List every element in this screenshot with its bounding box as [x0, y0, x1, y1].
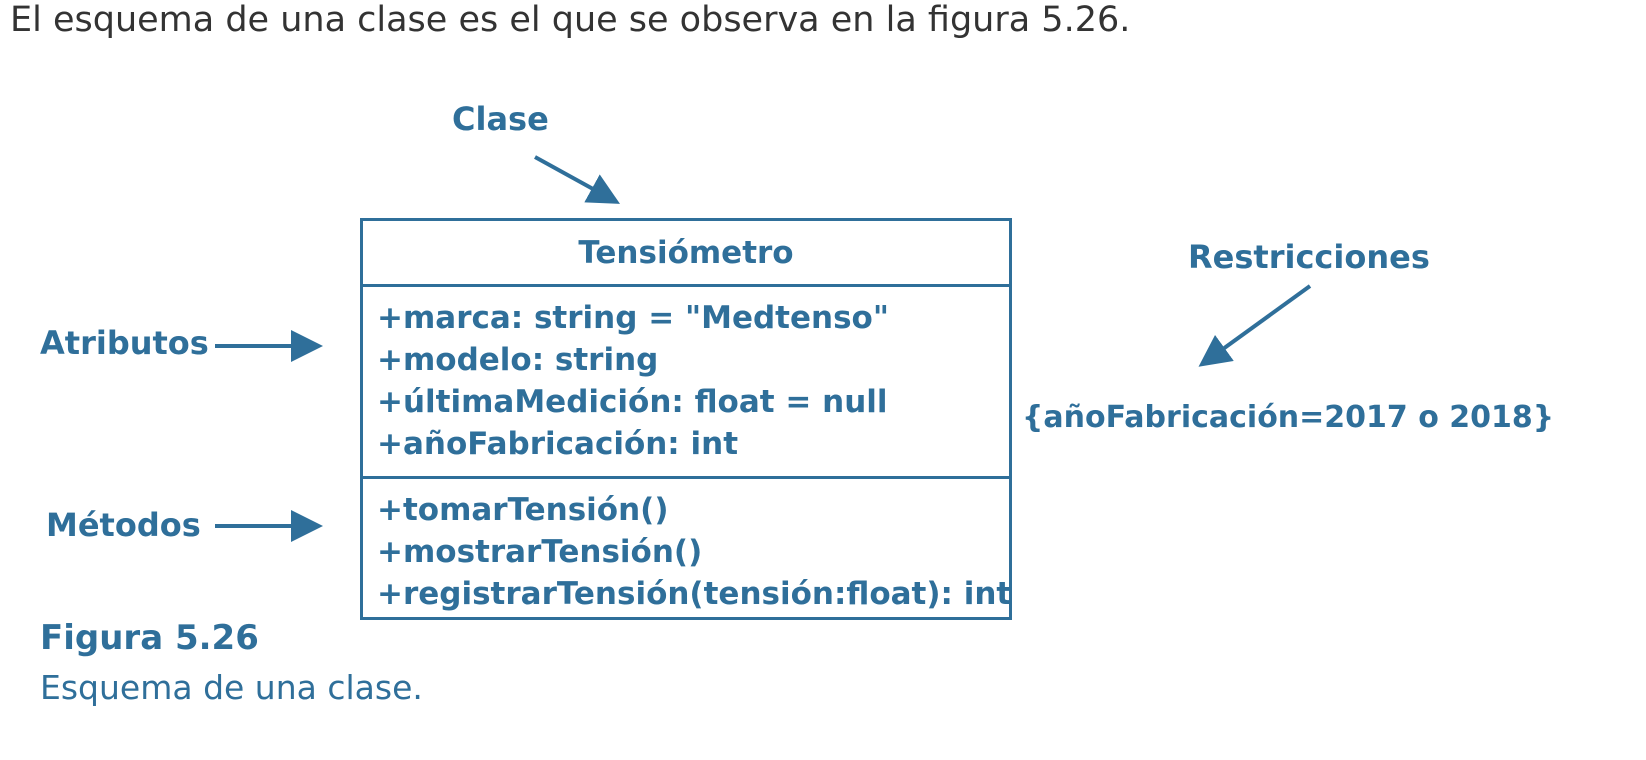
clase-label: Clase [452, 100, 549, 138]
restricciones-arrow [1198, 284, 1312, 367]
attribute-line: +añoFabricación: int [377, 426, 739, 462]
attribute-line: +modelo: string [377, 342, 659, 378]
methods-section: +tomarTensión() +mostrarTensión() +regis… [363, 479, 1012, 615]
method-line: +registrarTensión(tensión:float): int [377, 576, 1012, 612]
constraint-text: {añoFabricación=2017 o 2018} [1022, 400, 1555, 435]
atributos-label: Atributos [40, 324, 209, 362]
metodos-label: Métodos [46, 506, 201, 544]
restricciones-label: Restricciones [1188, 238, 1430, 276]
intro-paragraph: El esquema de una clase es el que se obs… [10, 0, 1131, 40]
attribute-line: +marca: string = "Medtenso" [377, 300, 889, 336]
attributes-section: +marca: string = "Medtenso" +modelo: str… [363, 287, 1009, 479]
uml-class-box: Tensiómetro +marca: string = "Medtenso" … [360, 218, 1012, 620]
class-name: Tensiómetro [363, 221, 1009, 287]
attribute-line: +últimaMedición: float = null [377, 384, 888, 420]
figure-number: Figura 5.26 [40, 618, 259, 658]
method-line: +mostrarTensión() [377, 534, 703, 570]
clase-arrow [534, 155, 621, 204]
method-line: +tomarTensión() [377, 492, 669, 528]
figure-caption: Esquema de una clase. [40, 668, 423, 707]
